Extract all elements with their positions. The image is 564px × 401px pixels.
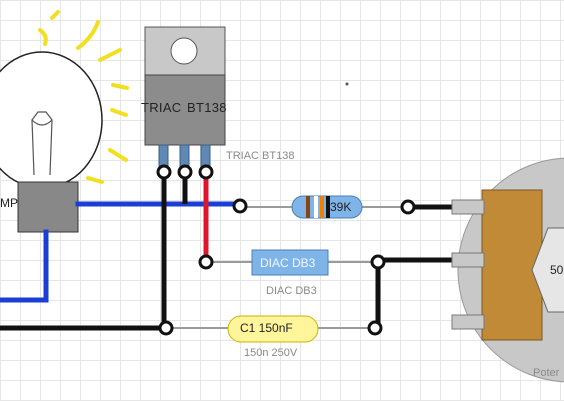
potentiometer-knob-text: 50 (550, 263, 564, 277)
triac-body-text-right: BT138 (187, 100, 227, 115)
triac-body-text-left: TRIAC (141, 100, 182, 115)
triac-caption: TRIAC BT138 (226, 150, 295, 162)
lamp-glow-rays (38, 10, 129, 184)
diac-db3 (251, 249, 329, 276)
resistor-39k (291, 195, 363, 219)
potentiometer (451, 157, 564, 383)
lamp-base (17, 181, 79, 233)
wires-black (0, 172, 455, 331)
diac-body-text: DIAC DB3 (260, 256, 316, 270)
potentiometer-caption: Poter (533, 367, 560, 379)
capacitor-caption: 150n 250V (244, 347, 298, 359)
resistor-value: 39K (330, 200, 352, 214)
component-leads (166, 206, 408, 329)
capacitor-c1 (227, 315, 319, 343)
potentiometer-body (481, 189, 543, 341)
lamp (0, 51, 103, 233)
lamp-filament (31, 111, 53, 176)
triac-mounting-hole (170, 37, 198, 65)
capacitor-body-text: C1 150nF (240, 321, 293, 335)
lamp-label: MP (0, 196, 18, 210)
potentiometer-nut (531, 227, 564, 313)
wires-blue (0, 201, 243, 303)
triac (144, 26, 226, 204)
diac-caption: DIAC DB3 (266, 285, 317, 297)
triac-body (144, 74, 226, 146)
junction-nodes (158, 198, 416, 336)
lamp-bulb (0, 51, 103, 189)
